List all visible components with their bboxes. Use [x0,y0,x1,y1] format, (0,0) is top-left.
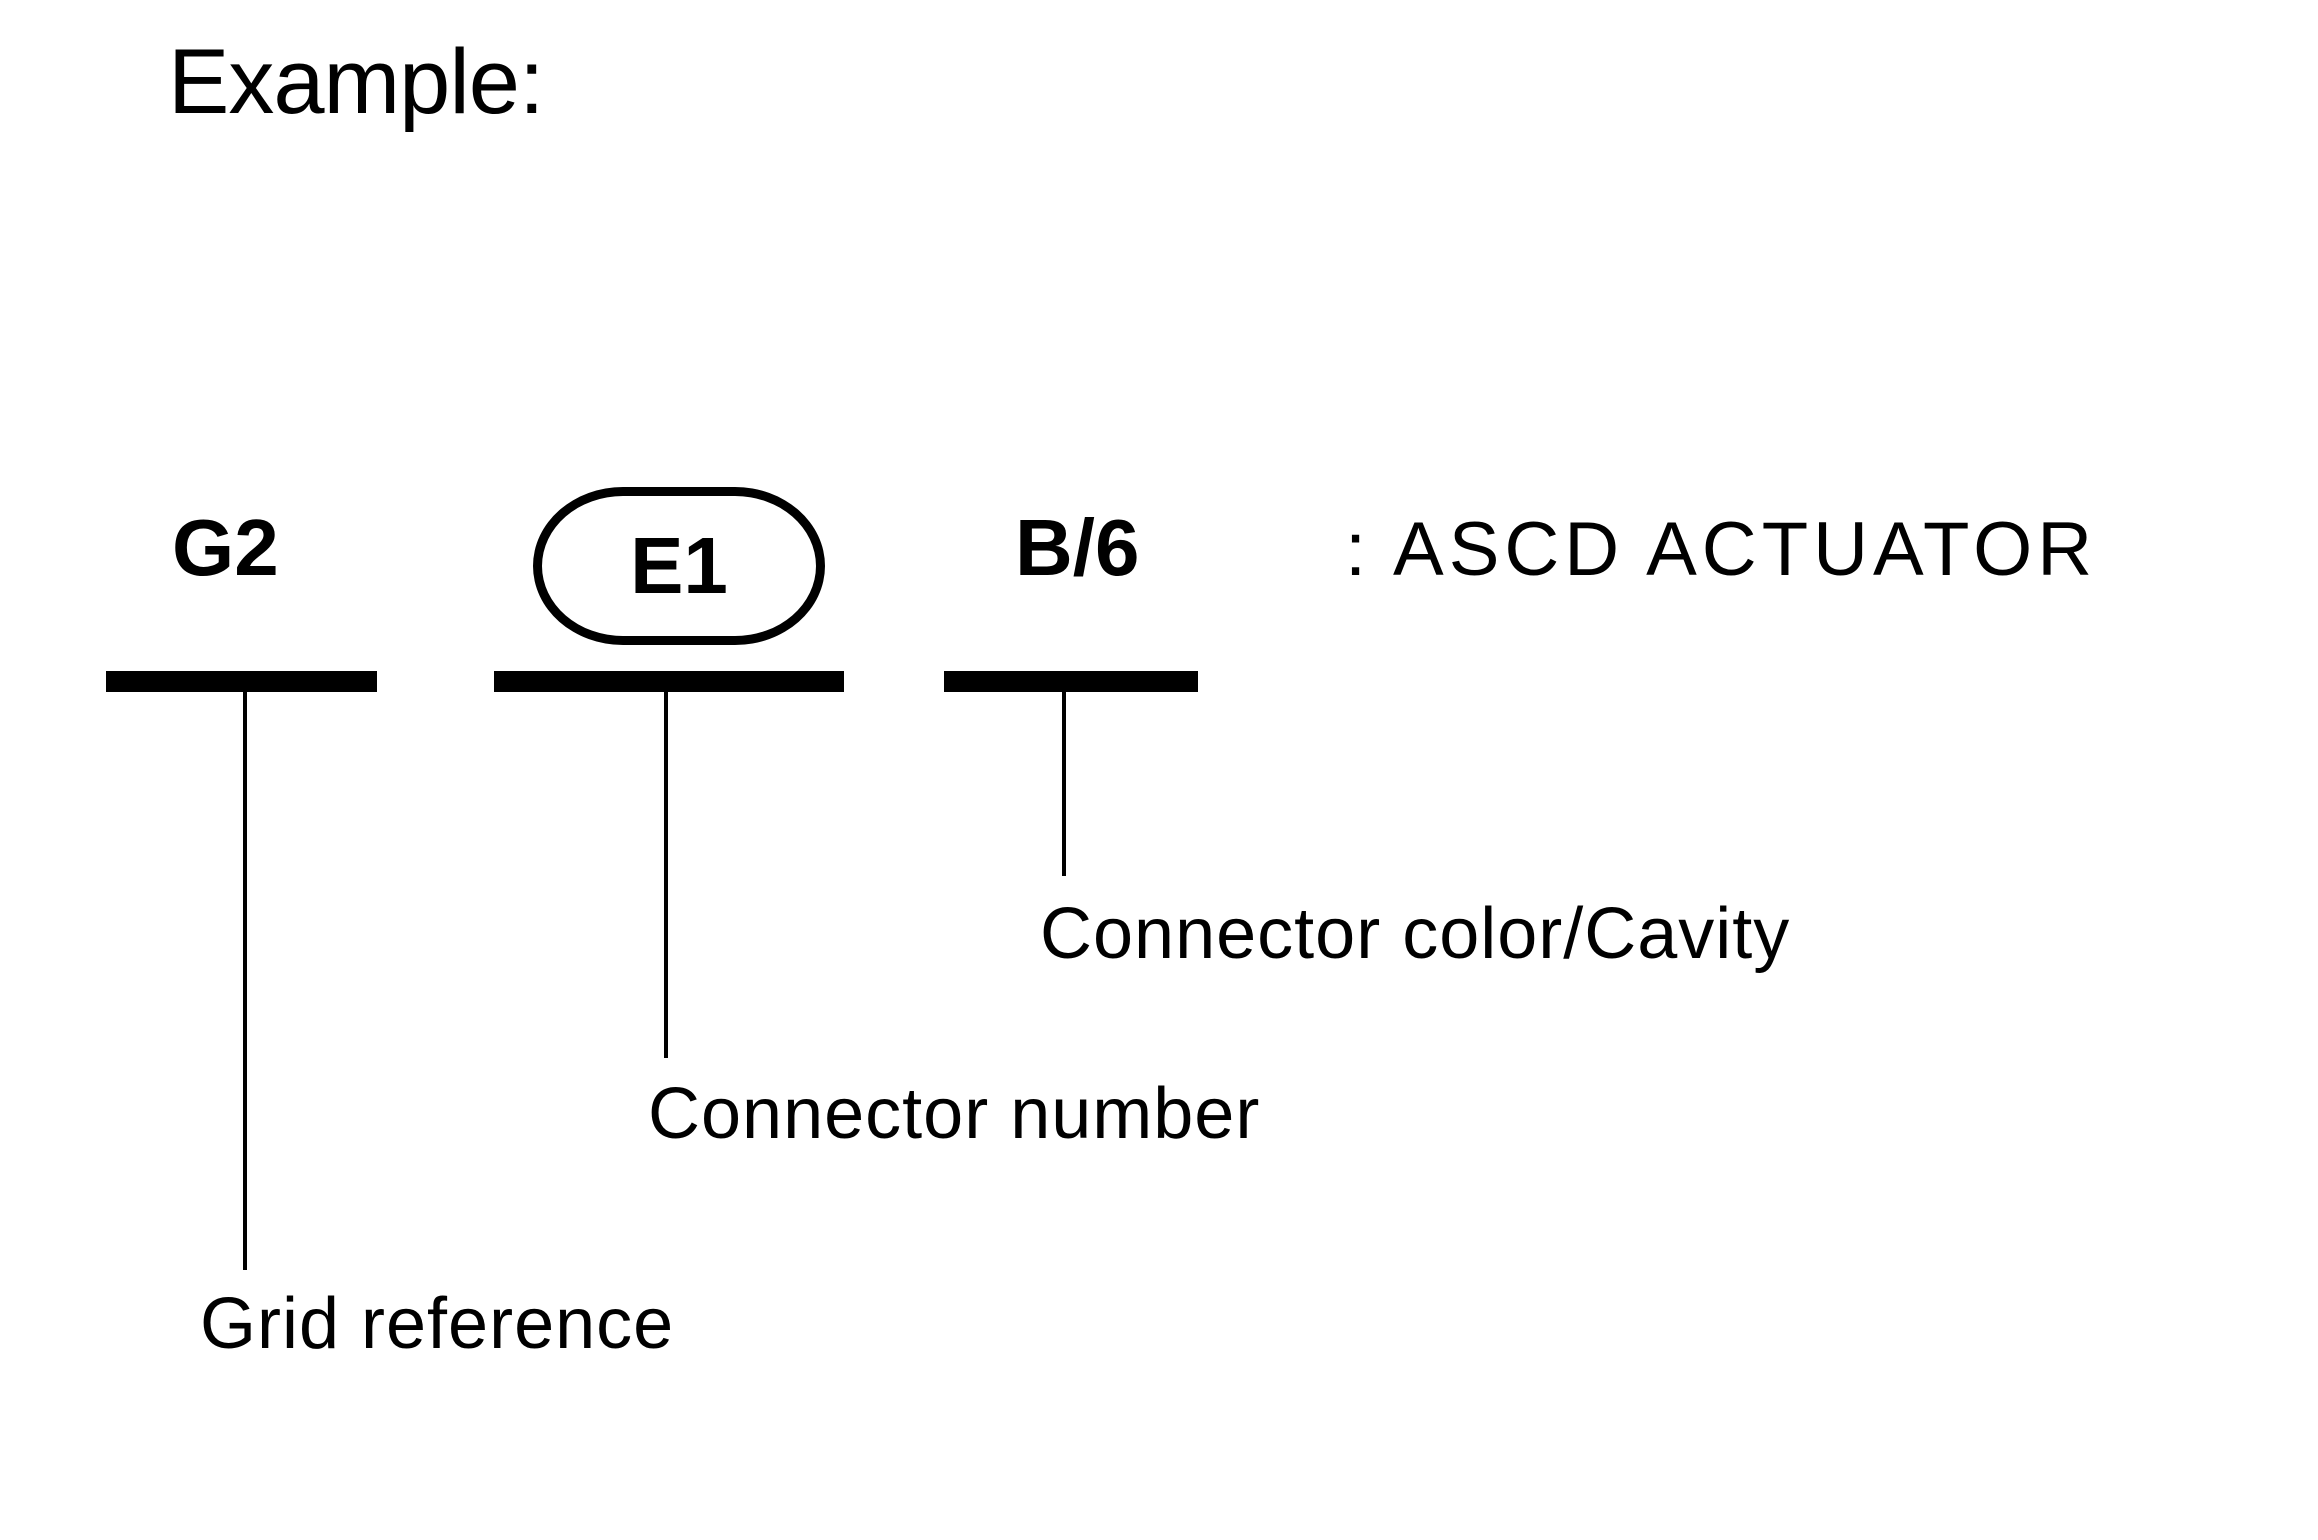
underline-bar-grid-reference [106,671,377,692]
leader-line-grid-reference [243,690,247,1270]
callout-label-grid-reference: Grid reference [200,1284,675,1364]
code-token-connector-number: E1 [630,521,728,610]
page-title: Example: [168,31,544,133]
code-token-connector-color-cavity: B/6 [1015,503,1140,592]
callout-label-connector-number: Connector number [648,1074,1261,1154]
underline-bar-connector-number [494,671,844,692]
underline-bar-connector-color-cavity [944,671,1198,692]
callout-label-connector-color-cavity: Connector color/Cavity [1040,894,1791,974]
code-token-grid-reference: G2 [172,503,279,592]
leader-line-connector-number [664,690,668,1058]
component-description: : ASCD ACTUATOR [1345,507,2098,592]
connector-number-pill: E1 [533,487,825,645]
leader-line-connector-color-cavity [1062,690,1066,876]
